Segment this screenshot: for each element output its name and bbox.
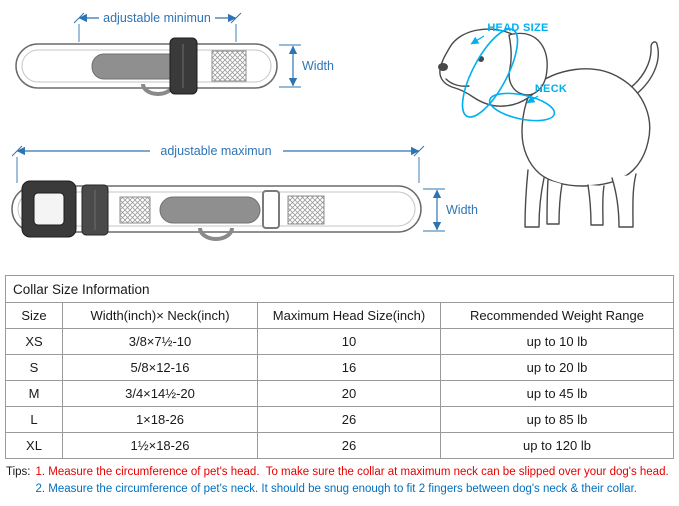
webbing-texture-min [211, 50, 247, 82]
dog-tail [629, 41, 659, 97]
table-row: XL 1½×18-26 26 up to 120 lb [5, 432, 674, 459]
strap-min-stitching [21, 49, 272, 83]
cell-head-size: 26 [257, 406, 441, 433]
cell-size: S [5, 354, 63, 381]
adjustable-maximum-label: adjustable maximun [160, 144, 271, 158]
cell-weight-range: up to 45 lb [440, 380, 674, 407]
keeper-loop-max [262, 190, 280, 229]
cell-head-size: 16 [257, 354, 441, 381]
cell-width-neck: 5/8×12-16 [62, 354, 258, 381]
dim-adjustable-minimum: adjustable minimun [73, 11, 242, 42]
cell-width-neck: 1½×18-26 [62, 432, 258, 459]
cell-size: L [5, 406, 63, 433]
head-size-arrow [470, 35, 485, 45]
neck-arrow [526, 95, 539, 104]
col-header-weight-range: Recommended Weight Range [440, 302, 674, 329]
col-header-width-neck: Width(inch)× Neck(inch) [62, 302, 258, 329]
cell-head-size: 10 [257, 328, 441, 355]
webbing-texture-max-1 [119, 196, 151, 224]
cell-size: XL [5, 432, 63, 459]
dog-nose [438, 63, 448, 71]
collar-size-information-section: Collar Size Information Size Width(inch)… [5, 275, 674, 459]
tips-label: Tips: [6, 466, 31, 478]
collar-maximum-drawing [11, 180, 422, 241]
head-size-measure-line [461, 28, 519, 118]
width-label-min: Width [302, 59, 334, 73]
webbing-texture-max-2 [287, 195, 325, 225]
tip-measure-head: 1. Measure the circumference of pet's he… [35, 466, 669, 478]
table-row: L 1×18-26 26 up to 85 lb [5, 406, 674, 433]
dim-adjustable-maximum: adjustable maximun [11, 144, 425, 183]
table-row: M 3/4×14½-20 20 up to 45 lb [5, 380, 674, 407]
tips-section: Tips: 1. Measure the circumference of pe… [6, 464, 673, 499]
dim-width-minimum: Width [279, 44, 334, 88]
cell-width-neck: 3/8×7½-10 [62, 328, 258, 355]
dog-illustration [438, 28, 659, 228]
collar-minimum-drawing [15, 37, 278, 96]
table-title: Collar Size Information [5, 275, 674, 302]
cell-size: XS [5, 328, 63, 355]
adjustable-minimum-label: adjustable minimun [103, 11, 211, 25]
dim-width-maximum: Width [423, 188, 478, 232]
buckle-opening-max [33, 192, 65, 226]
table-row: S 5/8×12-16 16 up to 20 lb [5, 354, 674, 381]
tip-measure-neck: 2. Measure the circumference of pet's ne… [35, 483, 637, 496]
width-label-max: Width [446, 203, 478, 217]
cell-weight-range: up to 120 lb [440, 432, 674, 459]
size-table: Size Width(inch)× Neck(inch) Maximum Hea… [5, 302, 674, 459]
dog-hind-leg [611, 173, 637, 228]
table-header-row: Size Width(inch)× Neck(inch) Maximum Hea… [5, 302, 674, 329]
col-header-head-size: Maximum Head Size(inch) [257, 302, 441, 329]
dog-front-leg-2 [546, 179, 563, 225]
head-size-label: HEAD SIZE [487, 22, 548, 34]
dog-mouth [445, 78, 470, 87]
strap-max-stitching [17, 191, 416, 227]
tips-body: 1. Measure the circumference of pet's he… [36, 464, 669, 499]
neck-measure-line [488, 92, 556, 122]
collar-pad-max [159, 196, 261, 224]
cell-weight-range: up to 20 lb [440, 354, 674, 381]
collar-size-diagram: adjustable minimun Width [11, 11, 659, 241]
d-ring-max [198, 227, 234, 241]
cell-width-neck: 1×18-26 [62, 406, 258, 433]
table-row: XS 3/8×7½-10 10 up to 10 lb [5, 328, 674, 355]
dog-front-leg [524, 169, 545, 228]
col-header-size: Size [5, 302, 63, 329]
cell-weight-range: up to 85 lb [440, 406, 674, 433]
cell-head-size: 26 [257, 432, 441, 459]
cell-weight-range: up to 10 lb [440, 328, 674, 355]
cell-size: M [5, 380, 63, 407]
dog-hind-leg-2 [587, 184, 605, 226]
collar-pad-min [91, 53, 183, 80]
cell-head-size: 20 [257, 380, 441, 407]
measurement-lines [461, 28, 556, 122]
cell-width-neck: 3/4×14½-20 [62, 380, 258, 407]
neck-label: NECK [535, 83, 567, 95]
